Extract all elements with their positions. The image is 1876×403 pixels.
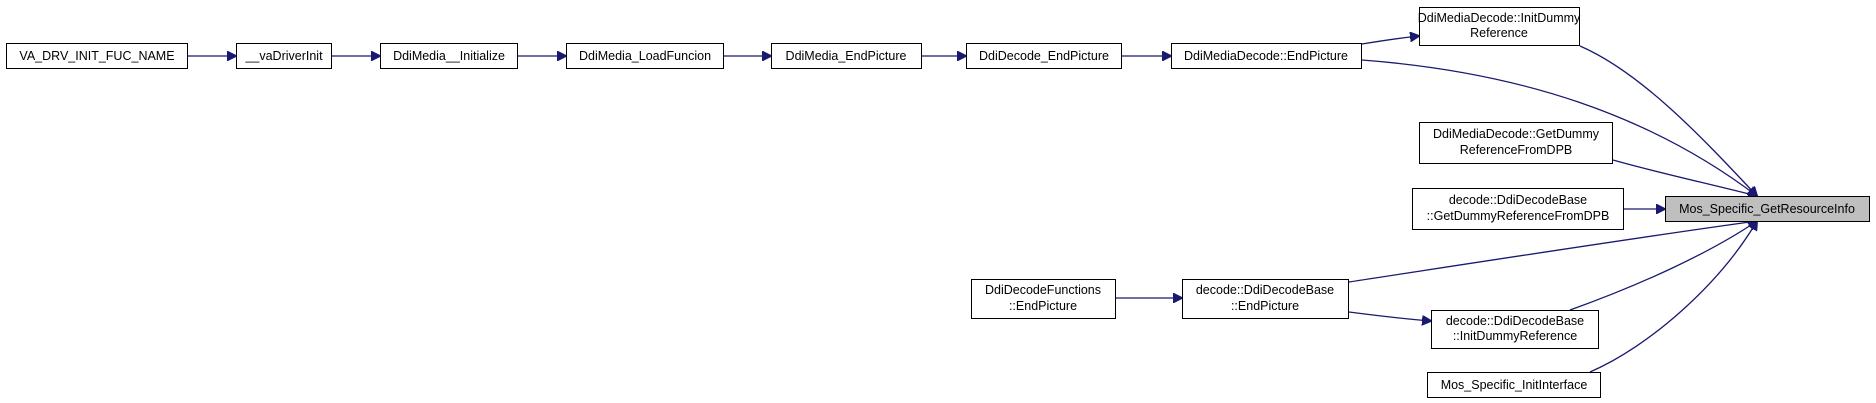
node-ddidecodefunctions-endpicture[interactable]: DdiDecodeFunctions ::EndPicture [971,279,1116,319]
node-ddimedia-endpicture[interactable]: DdiMedia_EndPicture [771,43,922,69]
node-ddimediadecode-getdummyreferencefromdpb[interactable]: DdiMediaDecode::GetDummy ReferenceFromDP… [1419,122,1613,164]
node-ddidecode-endpicture[interactable]: DdiDecode_EndPicture [966,43,1122,69]
edge-ddimediadecode-initdummy-to-mos-getresourceinfo [1579,45,1757,196]
node-label-line-2: ReferenceFromDPB [1460,143,1573,157]
node-label: Mos_Specific_InitInterface [1441,378,1588,392]
node-label-line-2: ::InitDummyReference [1453,329,1577,343]
node-label-line-1: DdiMediaDecode::InitDummy [1418,11,1581,25]
node-label-line-2: Reference [1470,26,1528,40]
node-label: Mos_Specific_GetResourceInfo [1679,202,1855,216]
node-label: DdiDecode_EndPicture [979,49,1109,63]
node-label: DdiMedia__Initialize [393,49,505,63]
node-label-line-2: ::EndPicture [1231,299,1299,313]
node-ddimediadecode-endpicture[interactable]: DdiMediaDecode::EndPicture [1171,43,1362,69]
node-label-line-1: DdiMediaDecode::GetDummy [1433,127,1600,141]
node-label-line-1: DdiDecodeFunctions [985,283,1101,297]
node-decodebase-initdummyreference[interactable]: decode::DdiDecodeBase ::InitDummyReferen… [1431,310,1599,349]
node-label-line-1: decode::DdiDecodeBase [1446,314,1584,328]
node-label-line-2: ::EndPicture [1009,299,1077,313]
edge-decodebase-initdummy-to-mos-getresourceinfo [1569,221,1757,311]
edges-layer [188,36,1757,373]
node-label-line-1: decode::DdiDecodeBase [1449,193,1587,207]
node-ddimedia-loadfuncion[interactable]: DdiMedia_LoadFuncion [566,43,724,69]
edge-decodebase-endpicture-to-mos-getresourceinfo [1348,221,1757,283]
edge-decodebase-endpicture-to-decodebase-initdummy [1348,311,1431,321]
node-label: DdiMedia_EndPicture [786,49,907,63]
edge-mos-initinterface-to-mos-getresourceinfo [1589,221,1757,373]
edge-ddimediadecode-getdummy-to-mos-getresourceinfo [1612,159,1757,196]
node-mos-specific-getresourceinfo[interactable]: Mos_Specific_GetResourceInfo [1665,196,1870,222]
edge-ddimediadecode-endpicture-to-mos-getresourceinfo [1361,59,1757,196]
node-label-line-2: ::GetDummyReferenceFromDPB [1427,209,1610,223]
node-label: DdiMedia_LoadFuncion [579,49,711,63]
node-label: __vaDriverInit [244,49,323,63]
nodes-layer: VA_DRV_INIT_FUC_NAME __vaDriverInit DdiM… [6,7,1870,398]
node-va-driver-init[interactable]: __vaDriverInit [236,43,332,69]
node-mos-specific-initinterface[interactable]: Mos_Specific_InitInterface [1427,372,1601,398]
node-label: DdiMediaDecode::EndPicture [1184,49,1348,63]
edge-ddimediadecode-endpicture-to-ddimediadecode-initdummy [1361,36,1419,45]
node-ddimediadecode-initdummyreference[interactable]: DdiMediaDecode::InitDummy Reference [1418,7,1581,46]
node-label: VA_DRV_INIT_FUC_NAME [19,49,174,63]
node-decodebase-getdummyreferencefromdpb[interactable]: decode::DdiDecodeBase ::GetDummyReferenc… [1412,188,1624,230]
node-va-drv-init-fuc-name[interactable]: VA_DRV_INIT_FUC_NAME [6,43,188,69]
node-ddimedia-initialize[interactable]: DdiMedia__Initialize [380,43,518,69]
node-label-line-1: decode::DdiDecodeBase [1196,283,1334,297]
node-decodebase-endpicture[interactable]: decode::DdiDecodeBase ::EndPicture [1182,279,1349,319]
